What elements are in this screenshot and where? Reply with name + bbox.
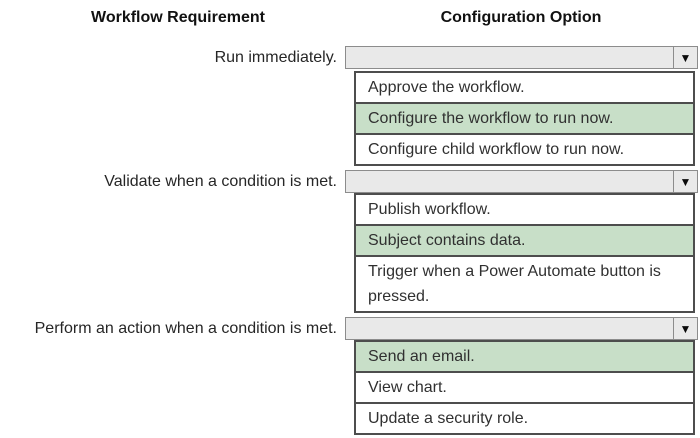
dropdown-selected-value: [354, 47, 667, 68]
option-trigger-power-automate-button[interactable]: Trigger when a Power Automate button is …: [356, 255, 693, 311]
option-label: Publish workflow.: [368, 201, 491, 218]
answer-dropdown-run-immediately[interactable]: ▼: [345, 46, 698, 69]
options-list-perform-action: Send an email. View chart. Update a secu…: [354, 340, 695, 435]
answer-dropdown-validate-condition[interactable]: ▼: [345, 170, 698, 193]
requirement-label-run-immediately: Run immediately.: [214, 49, 337, 66]
chevron-down-icon: ▼: [679, 321, 692, 336]
option-update-a-security-role[interactable]: Update a security role.: [356, 402, 693, 433]
option-label: Send an email.: [368, 348, 475, 365]
dropdown-arrow-button[interactable]: ▼: [673, 318, 697, 339]
options-list-run-immediately: Approve the workflow. Configure the work…: [354, 71, 695, 166]
requirement-label-perform-action-condition: Perform an action when a condition is me…: [34, 320, 337, 337]
chevron-down-icon: ▼: [679, 174, 692, 189]
option-configure-the-workflow-to-run-now[interactable]: Configure the workflow to run now.: [356, 102, 693, 133]
options-list-validate-condition: Publish workflow. Subject contains data.…: [354, 193, 695, 313]
option-subject-contains-data[interactable]: Subject contains data.: [356, 224, 693, 255]
option-label: View chart.: [368, 379, 447, 396]
option-label: Configure child workflow to run now.: [368, 141, 625, 158]
option-view-chart[interactable]: View chart.: [356, 371, 693, 402]
option-configure-child-workflow-to-run-now[interactable]: Configure child workflow to run now.: [356, 133, 693, 164]
chevron-down-icon: ▼: [679, 50, 692, 65]
column-header-workflow-requirement: Workflow Requirement: [91, 9, 265, 26]
option-label: Configure the workflow to run now.: [368, 110, 614, 127]
column-header-configuration-option: Configuration Option: [440, 9, 602, 26]
option-label: Approve the workflow.: [368, 79, 525, 96]
dropdown-arrow-button[interactable]: ▼: [673, 171, 697, 192]
dropdown-arrow-button[interactable]: ▼: [673, 47, 697, 68]
option-label: Update a security role.: [368, 410, 529, 427]
dropdown-selected-value: [354, 171, 667, 192]
option-approve-the-workflow[interactable]: Approve the workflow.: [356, 73, 693, 102]
dropdown-selected-value: [354, 318, 667, 339]
option-label: Trigger when a Power Automate button is …: [368, 263, 661, 305]
requirement-label-validate-condition: Validate when a condition is met.: [104, 173, 337, 190]
answer-dropdown-perform-action[interactable]: ▼: [345, 317, 698, 340]
option-label: Subject contains data.: [368, 232, 526, 249]
option-publish-workflow[interactable]: Publish workflow.: [356, 195, 693, 224]
option-send-an-email[interactable]: Send an email.: [356, 342, 693, 371]
